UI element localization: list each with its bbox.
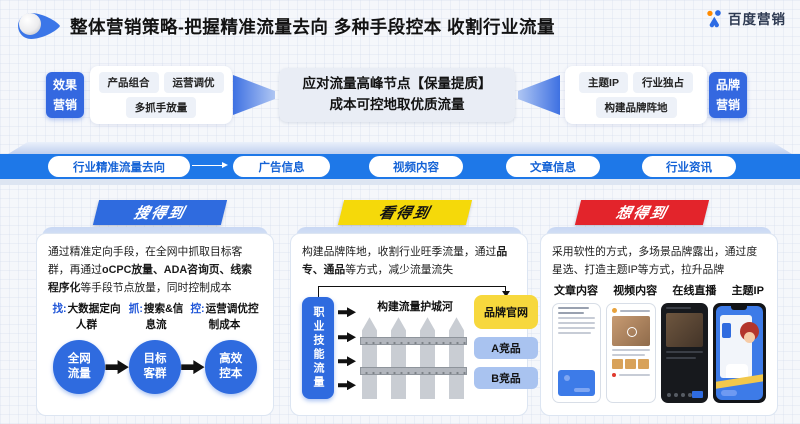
search-card: 通过精准定向手段，在全网中抓取目标客群，再通过oCPC放量、ADA咨询页、线索程… xyxy=(36,227,274,416)
small-arrow-icon xyxy=(338,332,356,343)
header-visible: 看得到 xyxy=(337,200,473,225)
theme-ip-phone-mockup xyxy=(712,303,766,404)
effect-marketing-panel: 产品组合 运营调优 多抓手放量 xyxy=(90,66,232,124)
small-arrow-icon xyxy=(338,356,356,367)
header-searchable: 搜得到 xyxy=(92,200,228,225)
brand-marketing-panel: 主题IP 行业独占 构建品牌阵地 xyxy=(565,66,707,124)
fence-rail xyxy=(360,367,467,376)
connector-arrowhead-icon xyxy=(502,291,510,301)
funnel-flow: 全网流量 目标客群 高效控本 xyxy=(48,340,262,395)
circle-all-traffic: 全网流量 xyxy=(53,340,106,395)
step-grab: 抓:搜索&信息流 xyxy=(128,303,184,332)
livestream-badge xyxy=(691,391,703,399)
connector-line xyxy=(318,286,319,298)
article-phone-mockup xyxy=(552,303,602,404)
small-arrow-icon xyxy=(338,380,356,391)
fence-graphic xyxy=(360,313,467,400)
moat-diagram: 职业技能流量 构建流量护城河 品牌官网 A竞品 B竞品 xyxy=(302,285,538,401)
fence-picket xyxy=(420,317,435,400)
fence-picket xyxy=(362,317,377,400)
ribbon-3d-front xyxy=(0,179,800,185)
pill-traffic-direction: 行业精准流量去向 xyxy=(48,156,190,177)
flow-arrow-icon xyxy=(105,360,129,375)
ribbon-arrow-icon xyxy=(192,162,228,168)
pill-video-content: 视频内容 xyxy=(369,156,463,177)
comet-sphere-icon xyxy=(18,13,60,39)
see-paragraph: 构建品牌阵地，收割行业旺季流量，通过品专、通品等方式，减少流量流失 xyxy=(302,246,508,277)
livestream-phone-mockup xyxy=(660,303,708,404)
article-image xyxy=(558,370,596,397)
effect-marketing-tag: 效果营销 xyxy=(46,72,84,118)
arrow-right-icon xyxy=(233,75,275,115)
brand-name: 百度营销 xyxy=(728,12,786,27)
competitor-b-box: B竞品 xyxy=(474,367,538,390)
flow-arrow-icon xyxy=(181,360,205,375)
label-video: 视频内容 xyxy=(613,285,658,298)
skill-traffic-source: 职业技能流量 xyxy=(302,297,334,400)
chip-theme-ip: 主题IP xyxy=(579,72,628,93)
step-find: 找:大数据定向人群 xyxy=(52,303,121,332)
competitor-a-box: A竞品 xyxy=(474,337,538,360)
chip-brand-base: 构建品牌阵地 xyxy=(595,97,677,118)
connector-line xyxy=(318,286,506,288)
think-card: 采用软性的方式，多场景品牌露出，通过度星选、打造主题IP等方式，拉升品牌 文章内… xyxy=(540,227,778,416)
phone-mockups xyxy=(552,303,766,404)
chip-product-mix: 产品组合 xyxy=(98,72,159,93)
brand-site-box: 品牌官网 xyxy=(474,295,538,330)
brand-marketing-tag: 品牌营销 xyxy=(709,72,747,118)
ip-character-face xyxy=(744,332,755,344)
search-steps: 找:大数据定向人群 抓:搜索&信息流 控:运营调优控制成本 xyxy=(48,302,262,334)
think-paragraph: 采用软性的方式，多场景品牌露出，通过度星选、打造主题IP等方式，拉升品牌 xyxy=(552,246,758,277)
connector-line xyxy=(505,286,506,293)
label-live: 在线直播 xyxy=(672,285,717,298)
brand-logo: 百度营销 xyxy=(705,8,786,28)
fence-rail xyxy=(360,337,467,346)
strategy-band: 效果营销 产品组合 运营调优 多抓手放量 应对流量高峰节点【保量提质】 成本可控… xyxy=(0,66,800,126)
label-article: 文章内容 xyxy=(554,285,598,298)
pill-article-info: 文章信息 xyxy=(506,156,600,177)
chip-multi-lever: 多抓手放量 xyxy=(125,97,197,118)
baidu-marketing-icon xyxy=(707,9,721,27)
header-memorable: 想得到 xyxy=(574,200,710,225)
ribbon-3d-top xyxy=(8,142,792,154)
see-card: 构建品牌阵地，收割行业旺季流量，通过品专、通品等方式，减少流量流失 职业技能流量… xyxy=(290,227,538,416)
pill-industry-news: 行业资讯 xyxy=(642,156,736,177)
livestream-frame xyxy=(665,313,703,348)
arrow-left-icon xyxy=(518,75,560,115)
media-labels: 文章内容 视频内容 在线直播 主题IP xyxy=(552,282,766,298)
fence-picket xyxy=(391,317,406,400)
core-goal-box: 应对流量高峰节点【保量提质】 成本可控地取优质流量 xyxy=(279,68,515,122)
circle-target-audience: 目标客群 xyxy=(128,340,182,395)
traffic-ribbon: 行业精准流量去向 广告信息 视频内容 文章信息 行业资讯 xyxy=(0,154,800,179)
video-thumbnail xyxy=(612,316,650,347)
slide-header: 整体营销策略-把握精准流量去向 多种手段控本 收割行业流量 xyxy=(16,6,784,46)
chip-industry-exclusive: 行业独占 xyxy=(632,72,693,93)
page-title: 整体营销策略-把握精准流量去向 多种手段控本 收割行业流量 xyxy=(70,16,556,37)
fence-picket xyxy=(449,317,464,400)
small-arrow-icon xyxy=(338,307,356,318)
moat-label: 构建流量护城河 xyxy=(377,301,453,314)
pill-ad-info: 广告信息 xyxy=(233,156,330,177)
video-phone-mockup xyxy=(606,303,656,404)
phone-notch xyxy=(731,306,748,311)
search-paragraph: 通过精准定向手段，在全网中抓取目标客群，再通过oCPC放量、ADA咨询页、线索程… xyxy=(48,246,252,295)
core-goal-line2: 成本可控地取优质流量 xyxy=(329,97,465,112)
core-goal-line1: 应对流量高峰节点【保量提质】 xyxy=(302,76,492,92)
step-control: 控:运营调优控制成本 xyxy=(190,303,259,332)
label-theme-ip: 主题IP xyxy=(731,285,764,298)
circle-cost-control: 高效控本 xyxy=(204,340,257,395)
chip-ops-tuning: 运营调优 xyxy=(163,72,224,93)
